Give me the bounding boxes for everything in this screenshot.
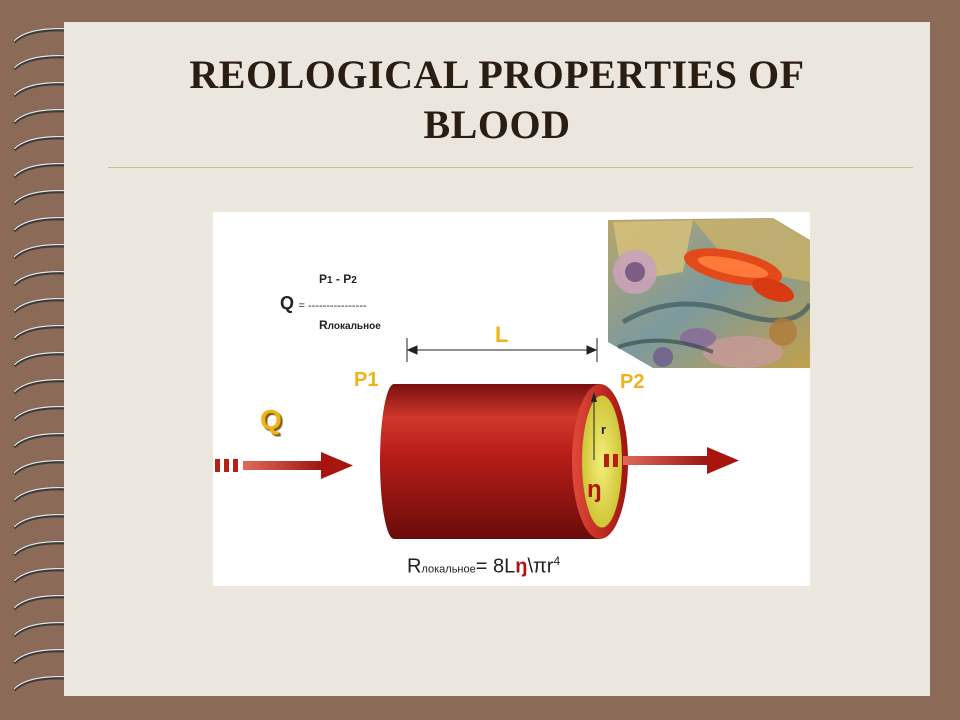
blood-vessel-cylinder	[380, 384, 628, 539]
outflow-arrow	[604, 447, 739, 474]
denominator-r: R	[319, 318, 328, 332]
length-label: L	[495, 322, 509, 347]
denominator-sub: локальное	[327, 321, 381, 332]
inflow-arrow	[215, 452, 353, 479]
resistance-sub: локальное	[421, 563, 476, 576]
viscosity-label: ŋ	[587, 476, 602, 503]
formula-main-line: Q = ----------------	[280, 293, 367, 314]
resistance-eta: ŋ	[515, 555, 528, 578]
numerator-minus: -	[332, 272, 344, 286]
resistance-r: R	[407, 555, 422, 578]
formula-fraction-line: = ----------------	[298, 300, 367, 312]
title-line-1: REOLOGICAL PROPERTIES OF	[189, 52, 805, 97]
flow-label: Q	[260, 404, 282, 435]
formula-denominator: Rлокальное	[319, 318, 381, 332]
numerator-p2: P	[343, 272, 352, 286]
title-line-2: BLOOD	[423, 102, 571, 147]
resistance-exp: 4	[553, 554, 561, 568]
numerator-p1: P	[319, 272, 328, 286]
length-dimension	[406, 338, 598, 362]
resistance-formula: Rлокальное= 8Lŋ\πr4	[407, 554, 560, 579]
formula-lhs: Q	[280, 293, 295, 313]
poiseuille-figure: P1 - P2 Q = ---------------- Rлокальное …	[213, 212, 810, 586]
numerator-sub2: 2	[351, 275, 357, 286]
formula-numerator: P1 - P2	[319, 272, 357, 286]
tissue-illustration	[608, 218, 810, 368]
slide-title: REOLOGICAL PROPERTIES OF BLOOD	[64, 50, 930, 150]
numerator-sub1: 1	[327, 275, 333, 286]
resistance-eq: = 8L	[475, 555, 516, 578]
resistance-rest: \πr	[527, 555, 554, 578]
title-divider	[108, 167, 913, 168]
radius-label: r	[601, 422, 607, 437]
p1-label: P1	[354, 369, 379, 391]
p2-label: P2	[620, 371, 645, 393]
